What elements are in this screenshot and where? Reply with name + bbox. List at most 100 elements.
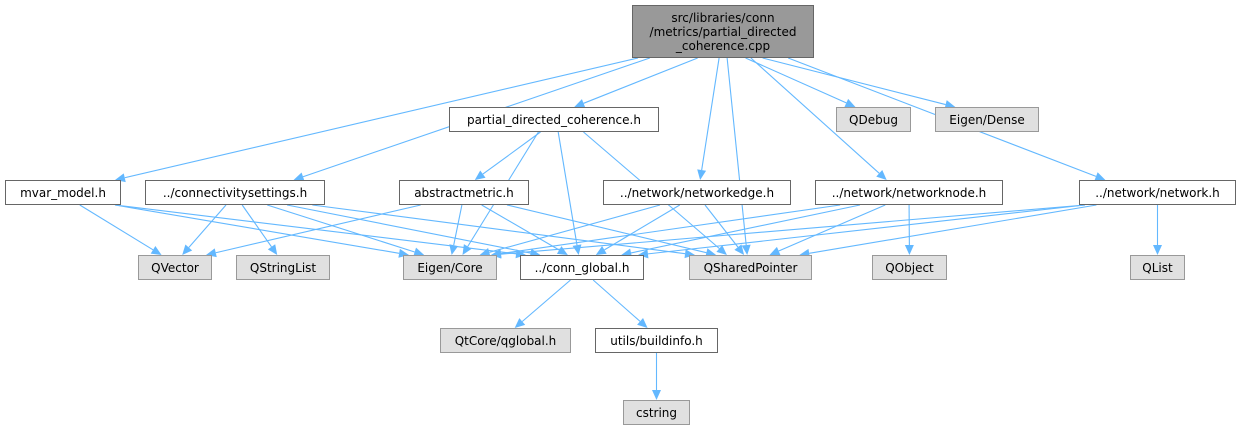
arrowhead-icon (462, 244, 472, 255)
arrowhead-icon (1094, 172, 1106, 181)
node-label: Eigen/Dense (949, 112, 1025, 127)
edge-buildinfo-to-cstring (652, 353, 661, 400)
node-networknode[interactable]: ../network/networknode.h (815, 180, 1003, 205)
edge-abstractmetric-to-qsharedpointer (506, 204, 717, 258)
edge-network-to-qsharedpointer (799, 204, 1097, 258)
node-utils-buildinfo[interactable]: utils/buildinfo.h (595, 328, 718, 353)
edge-conn_global-to-buildinfo (592, 279, 648, 328)
arrowhead-icon (844, 98, 856, 108)
arrowhead-icon (944, 100, 956, 109)
edge-connectivitysettings-to-eigen_core (267, 204, 425, 257)
node-label: ../network/networkedge.h (619, 185, 775, 200)
arrowhead-icon (479, 247, 491, 257)
node-label: ../network/networknode.h (831, 185, 987, 200)
arrowhead-icon (182, 244, 193, 255)
node-eigen-core[interactable]: Eigen/Core (403, 255, 497, 280)
arrowhead-icon (267, 244, 278, 255)
node-label: abstractmetric.h (414, 185, 514, 200)
edge-networknode-to-qobject (904, 204, 914, 255)
arrowhead-icon (904, 244, 914, 255)
edge-abstractmetric-to-eigen_core (449, 204, 463, 255)
arrowhead-icon (652, 390, 661, 400)
edge-network-to-eigen_core (491, 204, 1086, 259)
arrowhead-icon (413, 247, 425, 257)
node-label: utils/buildinfo.h (610, 333, 703, 348)
arrowhead-icon (150, 245, 162, 255)
node-label: QVector (151, 260, 199, 275)
node-qvector[interactable]: QVector (138, 255, 212, 280)
edge-connectivitysettings-to-qstringlist (241, 204, 278, 255)
edge-connectivitysettings-to-conn_global (286, 204, 541, 258)
node-label: QSharedPointer (703, 260, 798, 275)
edge-network-to-conn_global (638, 204, 1086, 259)
arrowhead-icon (769, 246, 781, 256)
arrowhead-icon (514, 318, 526, 328)
edge-mvar_model-to-eigen_core (114, 204, 409, 258)
node-cstring[interactable]: cstring (623, 400, 690, 425)
arrowhead-icon (1153, 245, 1162, 255)
edge-network-to-qlist (1153, 205, 1162, 255)
arrowhead-icon (293, 172, 305, 182)
node-label: mvar_model.h (20, 185, 106, 200)
arrowhead-icon (684, 249, 695, 259)
arrowhead-icon (716, 245, 727, 255)
node-label: QObject (885, 260, 934, 275)
edge-root-to-qsharedpointer (726, 57, 751, 255)
arrowhead-icon (556, 246, 568, 255)
arrowhead-icon (574, 99, 586, 108)
node-label: QList (1142, 260, 1173, 275)
arrowhead-icon (595, 246, 607, 255)
edge-networkedge-to-qsharedpointer (704, 204, 745, 255)
arrowhead-icon (449, 244, 459, 255)
arrowhead-icon (705, 248, 717, 258)
node-networkedge[interactable]: ../network/networkedge.h (603, 180, 791, 205)
edge-networkedge-to-eigen_core (479, 204, 661, 257)
edge-root-to-qdebug (745, 57, 856, 108)
node-label: ../connectivitysettings.h (162, 185, 308, 200)
edge-mvar_model-to-qvector (79, 204, 162, 255)
node-abstractmetric[interactable]: abstractmetric.h (399, 180, 529, 205)
node-root-file[interactable]: src/libraries/conn /metrics/partial_dire… (632, 5, 814, 58)
arrowhead-icon (637, 318, 648, 328)
edge-root-to-eigen_dense (762, 57, 956, 109)
arrowhead-icon (474, 170, 486, 180)
arrowhead-icon (734, 244, 745, 255)
arrowhead-icon (206, 248, 217, 258)
node-label: partial_directed_coherence.h (467, 112, 641, 127)
node-qsharedpointer[interactable]: QSharedPointer (689, 255, 812, 280)
edge-abstractmetric-to-conn_global (481, 204, 568, 255)
node-conn-global[interactable]: ../conn_global.h (520, 255, 644, 280)
node-network[interactable]: ../network/network.h (1079, 180, 1236, 205)
node-qstringlist[interactable]: QStringList (236, 255, 330, 280)
node-label: Eigen/Core (417, 260, 483, 275)
edge-root-to-mvar_model (115, 57, 639, 183)
edge-pdc_h-to-conn_global (557, 131, 582, 255)
node-label: ../network/network.h (1095, 185, 1220, 200)
node-eigen-dense[interactable]: Eigen/Dense (935, 107, 1039, 132)
node-label: QtCore/qglobal.h (454, 333, 557, 348)
arrowhead-icon (572, 244, 582, 255)
node-label: ../conn_global.h (534, 260, 630, 275)
node-label: QStringList (249, 260, 317, 275)
edge-root-to-networkedge (697, 57, 720, 180)
edge-connectivitysettings-to-qsharedpointer (312, 204, 695, 259)
arrowhead-icon (491, 249, 502, 259)
edge-conn_global-to-qglobal (514, 279, 571, 328)
node-qlist[interactable]: QList (1130, 255, 1185, 280)
node-mvar-model[interactable]: mvar_model.h (5, 180, 121, 205)
node-qtcore-qglobal[interactable]: QtCore/qglobal.h (440, 328, 571, 353)
edge-connectivitysettings-to-qvector (182, 204, 227, 255)
arrowhead-icon (638, 249, 649, 259)
node-qdebug[interactable]: QDebug (836, 107, 911, 132)
node-label: cstring (635, 405, 678, 420)
node-root-label: src/libraries/conn /metrics/partial_dire… (649, 10, 797, 53)
node-connectivitysettings[interactable]: ../connectivitysettings.h (145, 180, 325, 205)
edge-networkedge-to-conn_global (595, 204, 681, 255)
node-partial-directed-coherence-h[interactable]: partial_directed_coherence.h (449, 107, 659, 132)
edge-networknode-to-qsharedpointer (769, 204, 886, 256)
arrowhead-icon (697, 169, 707, 180)
edge-root-to-networknode (750, 57, 887, 180)
node-qobject[interactable]: QObject (872, 255, 947, 280)
edge-abstractmetric-to-qvector (206, 204, 421, 258)
